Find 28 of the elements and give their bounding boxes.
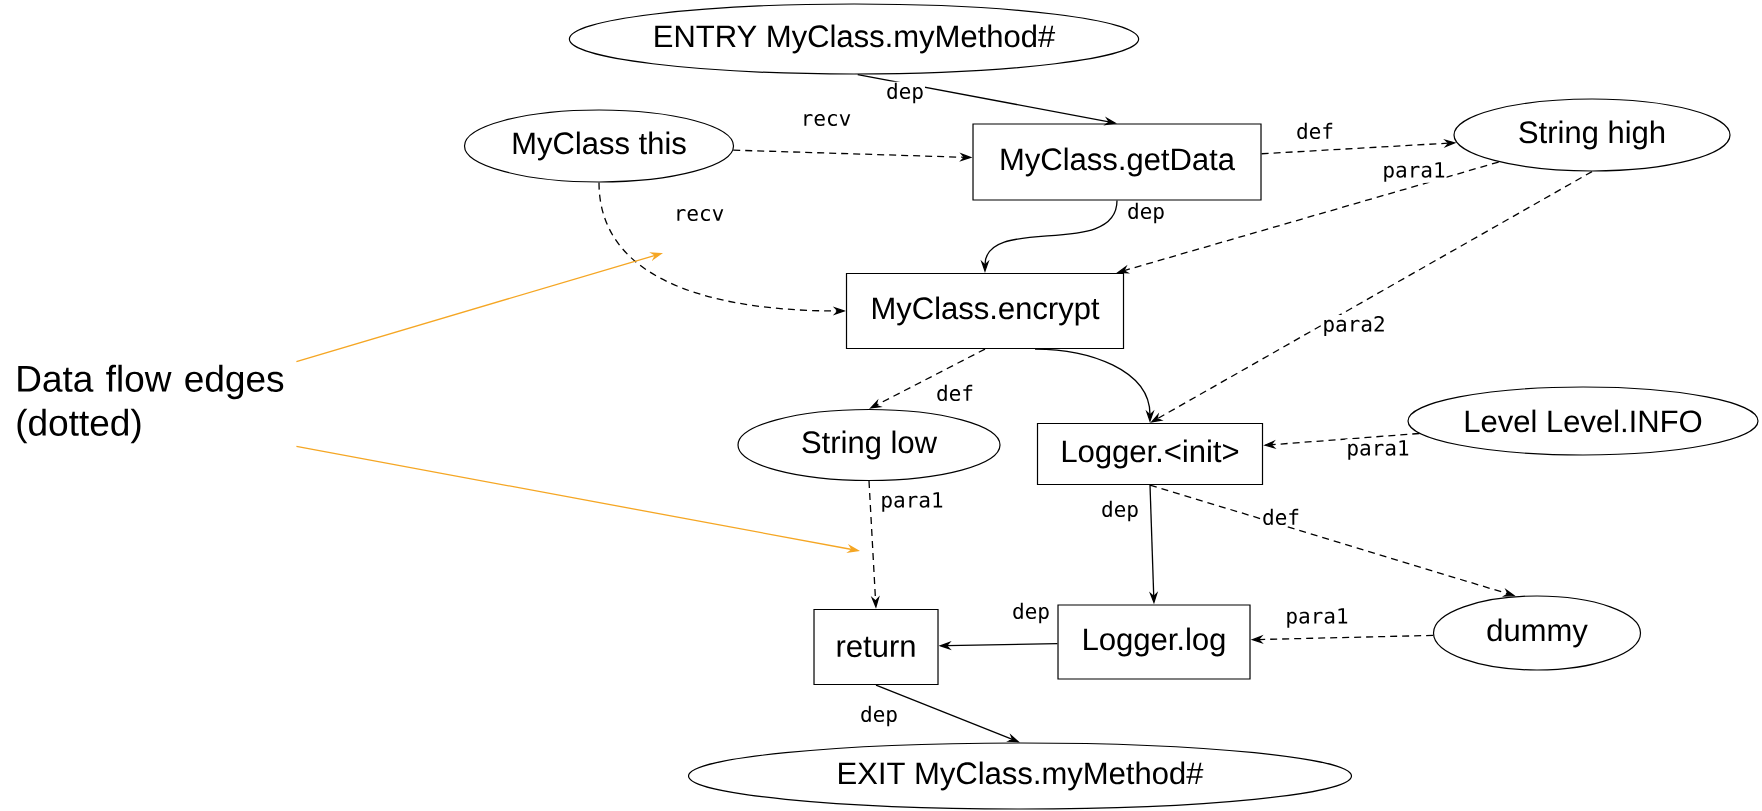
edge-label: dep [1126, 201, 1166, 225]
process-box: MyClass.getData [972, 123, 1262, 201]
edge-label: dep [885, 81, 925, 105]
edge-label: recv [672, 207, 726, 222]
process-box: return [813, 608, 939, 686]
edge-label: def [1261, 507, 1301, 527]
edge-label: para1 [1381, 161, 1447, 183]
annotation-text: Data flow edges (dotted) [17, 364, 284, 444]
ellipse-node: String high [1453, 98, 1731, 172]
edge-label: para1 [879, 491, 945, 513]
ellipse-node: EXIT MyClass.myMethod# [687, 742, 1353, 810]
ellipse-node: String low [737, 408, 1001, 482]
edge-label: dep [859, 704, 899, 728]
edge-label: def [1295, 121, 1335, 141]
ellipse-node: Level Level.INFO [1407, 386, 1759, 456]
edge-label: dep [1100, 499, 1140, 523]
process-box: Logger.log [1057, 604, 1251, 680]
ellipse-node: ENTRY MyClass.myMethod# [568, 3, 1140, 75]
edge-label: para1 [1284, 607, 1350, 629]
edge-label: recv [799, 112, 853, 127]
edge-label: dep [1011, 601, 1051, 625]
process-box: Logger.<init> [1036, 422, 1264, 486]
ellipse-node: dummy [1432, 595, 1642, 671]
edge-label: para2 [1321, 315, 1387, 337]
process-box: MyClass.encrypt [845, 272, 1125, 350]
edge-label: para1 [1345, 439, 1411, 461]
edge-label: def [935, 383, 975, 403]
ellipse-node: MyClass this [463, 109, 735, 183]
